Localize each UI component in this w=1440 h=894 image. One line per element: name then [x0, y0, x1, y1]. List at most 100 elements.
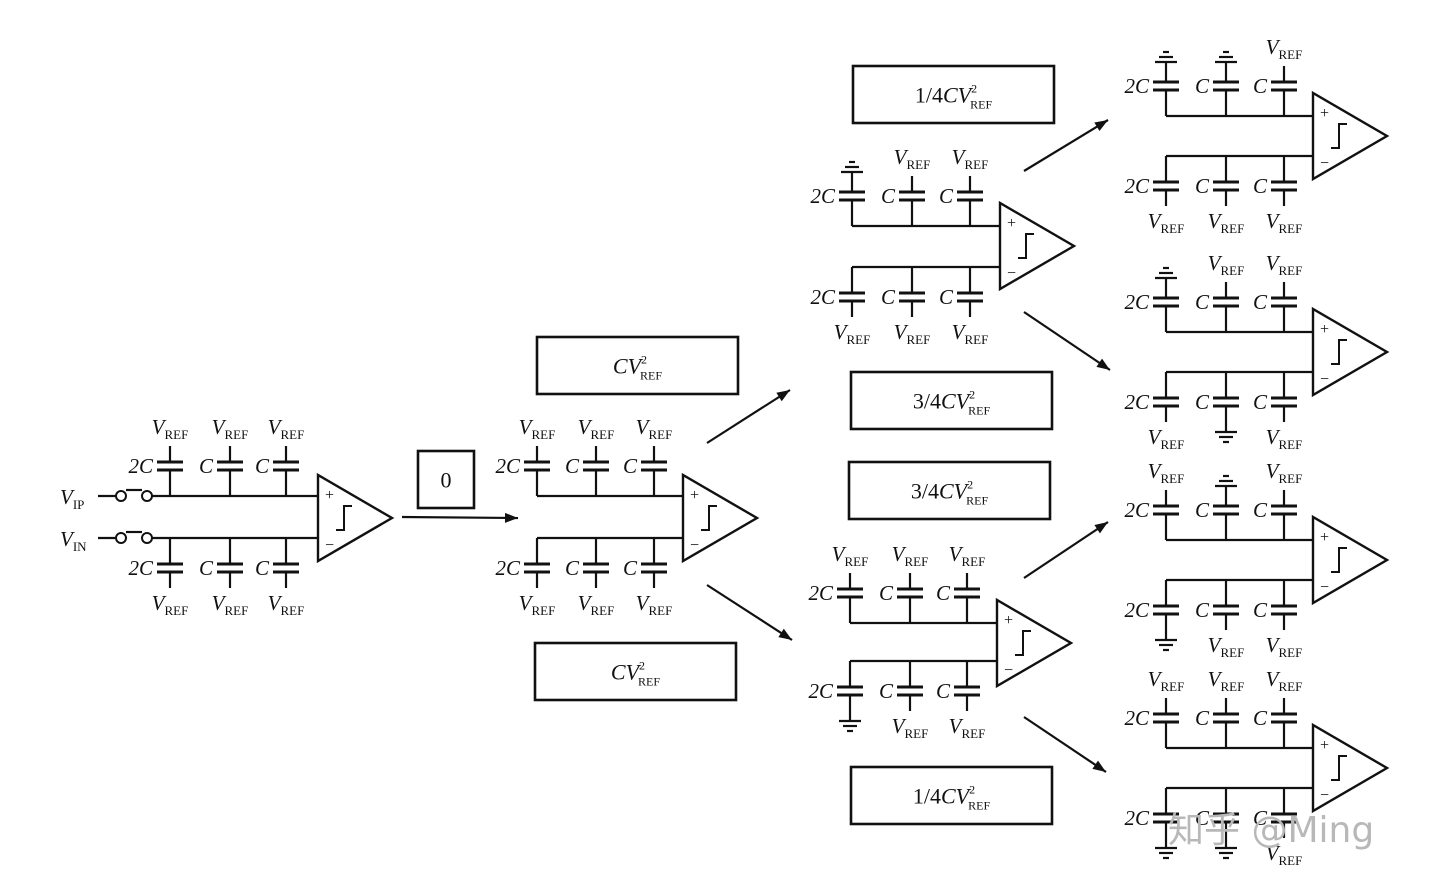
cap-c-label: C [1195, 290, 1210, 314]
cap-c-label: C [879, 581, 894, 605]
minus-sign: − [1320, 579, 1329, 596]
comparator: +− [316, 472, 395, 564]
vref-label: VREF [952, 320, 989, 347]
vref-label: VREF [894, 145, 931, 172]
cap-c-label: C [1253, 290, 1268, 314]
ground-icon [1155, 50, 1177, 64]
cap-c-label: C [1195, 598, 1210, 622]
vip-input-label: VIP [60, 485, 84, 512]
cap-c-label: C [199, 454, 214, 478]
cap-2c-label: 2C [495, 556, 521, 580]
cap-c-label: C [255, 556, 270, 580]
comparator: +− [1311, 90, 1390, 182]
vref-label: VREF [952, 145, 989, 172]
cap-c-label: C [939, 285, 954, 309]
vref-label: VREF [892, 714, 929, 741]
capacitor: C VREF [1253, 667, 1302, 748]
capacitor: 2C [1124, 266, 1179, 332]
capacitor: 2C [1124, 50, 1179, 116]
ground-icon [1155, 266, 1177, 280]
vref-label: VREF [1266, 841, 1303, 868]
capacitor: 2C VREF [1124, 667, 1184, 748]
ground-icon [1155, 638, 1177, 652]
ground-icon [1215, 430, 1237, 444]
plus-sign: + [1320, 737, 1329, 754]
vref-label: VREF [268, 591, 305, 618]
cap-2c-label: 2C [1124, 706, 1150, 730]
capacitor: 2C VREF [810, 267, 870, 347]
plus-sign: + [690, 487, 699, 504]
vref-label: VREF [636, 415, 673, 442]
cap-c-label: C [881, 184, 896, 208]
transition-arrow [1023, 521, 1109, 579]
arrowhead-icon [1094, 120, 1108, 132]
vref-label: VREF [894, 320, 931, 347]
transition-arrow [706, 584, 793, 641]
cap-c-label: C [1253, 174, 1268, 198]
vref-label: VREF [519, 415, 556, 442]
arrowhead-icon [778, 628, 792, 640]
ground-icon [1215, 846, 1237, 860]
capacitor: C [1195, 50, 1239, 116]
capacitor: 2C [810, 160, 865, 226]
minus-sign: − [1320, 155, 1329, 172]
comparator: +− [998, 200, 1077, 292]
cap-c-label: C [939, 184, 954, 208]
plus-sign: + [1320, 321, 1329, 338]
vref-label: VREF [1148, 667, 1185, 694]
cap-c-label: C [623, 556, 638, 580]
vref-label: VREF [1148, 209, 1185, 236]
cap-2c-label: 2C [1124, 74, 1150, 98]
plus-sign: + [1007, 215, 1016, 232]
cap-2c-label: 2C [810, 285, 836, 309]
plus-sign: + [1320, 529, 1329, 546]
capacitor: C VREF [881, 145, 930, 226]
comparator: +− [1311, 722, 1390, 814]
capacitor: C [1195, 788, 1239, 860]
cap-2c-label: 2C [808, 679, 834, 703]
cap-c-label: C [565, 454, 580, 478]
vref-label: VREF [834, 320, 871, 347]
cap-c-label: C [1195, 74, 1210, 98]
cap-2c-label: 2C [128, 454, 154, 478]
minus-sign: − [1007, 265, 1016, 282]
cap-c-label: C [1195, 498, 1210, 522]
transition-arrow [1023, 311, 1111, 371]
minus-sign: − [1320, 371, 1329, 388]
cap-c-label: C [565, 556, 580, 580]
switch-terminal [115, 532, 127, 544]
cap-2c-label: 2C [1124, 390, 1150, 414]
cap-c-label: C [623, 454, 638, 478]
cap-2c-label: 2C [1124, 498, 1150, 522]
vref-label: VREF [578, 415, 615, 442]
cap-c-label: C [1253, 74, 1268, 98]
arrowhead-icon [1096, 358, 1110, 370]
comparator: +− [1311, 514, 1390, 606]
cap-c-label: C [1253, 706, 1268, 730]
minus-sign: − [690, 537, 699, 554]
cap-2c-label: 2C [1124, 806, 1150, 830]
vref-label: VREF [1266, 667, 1303, 694]
